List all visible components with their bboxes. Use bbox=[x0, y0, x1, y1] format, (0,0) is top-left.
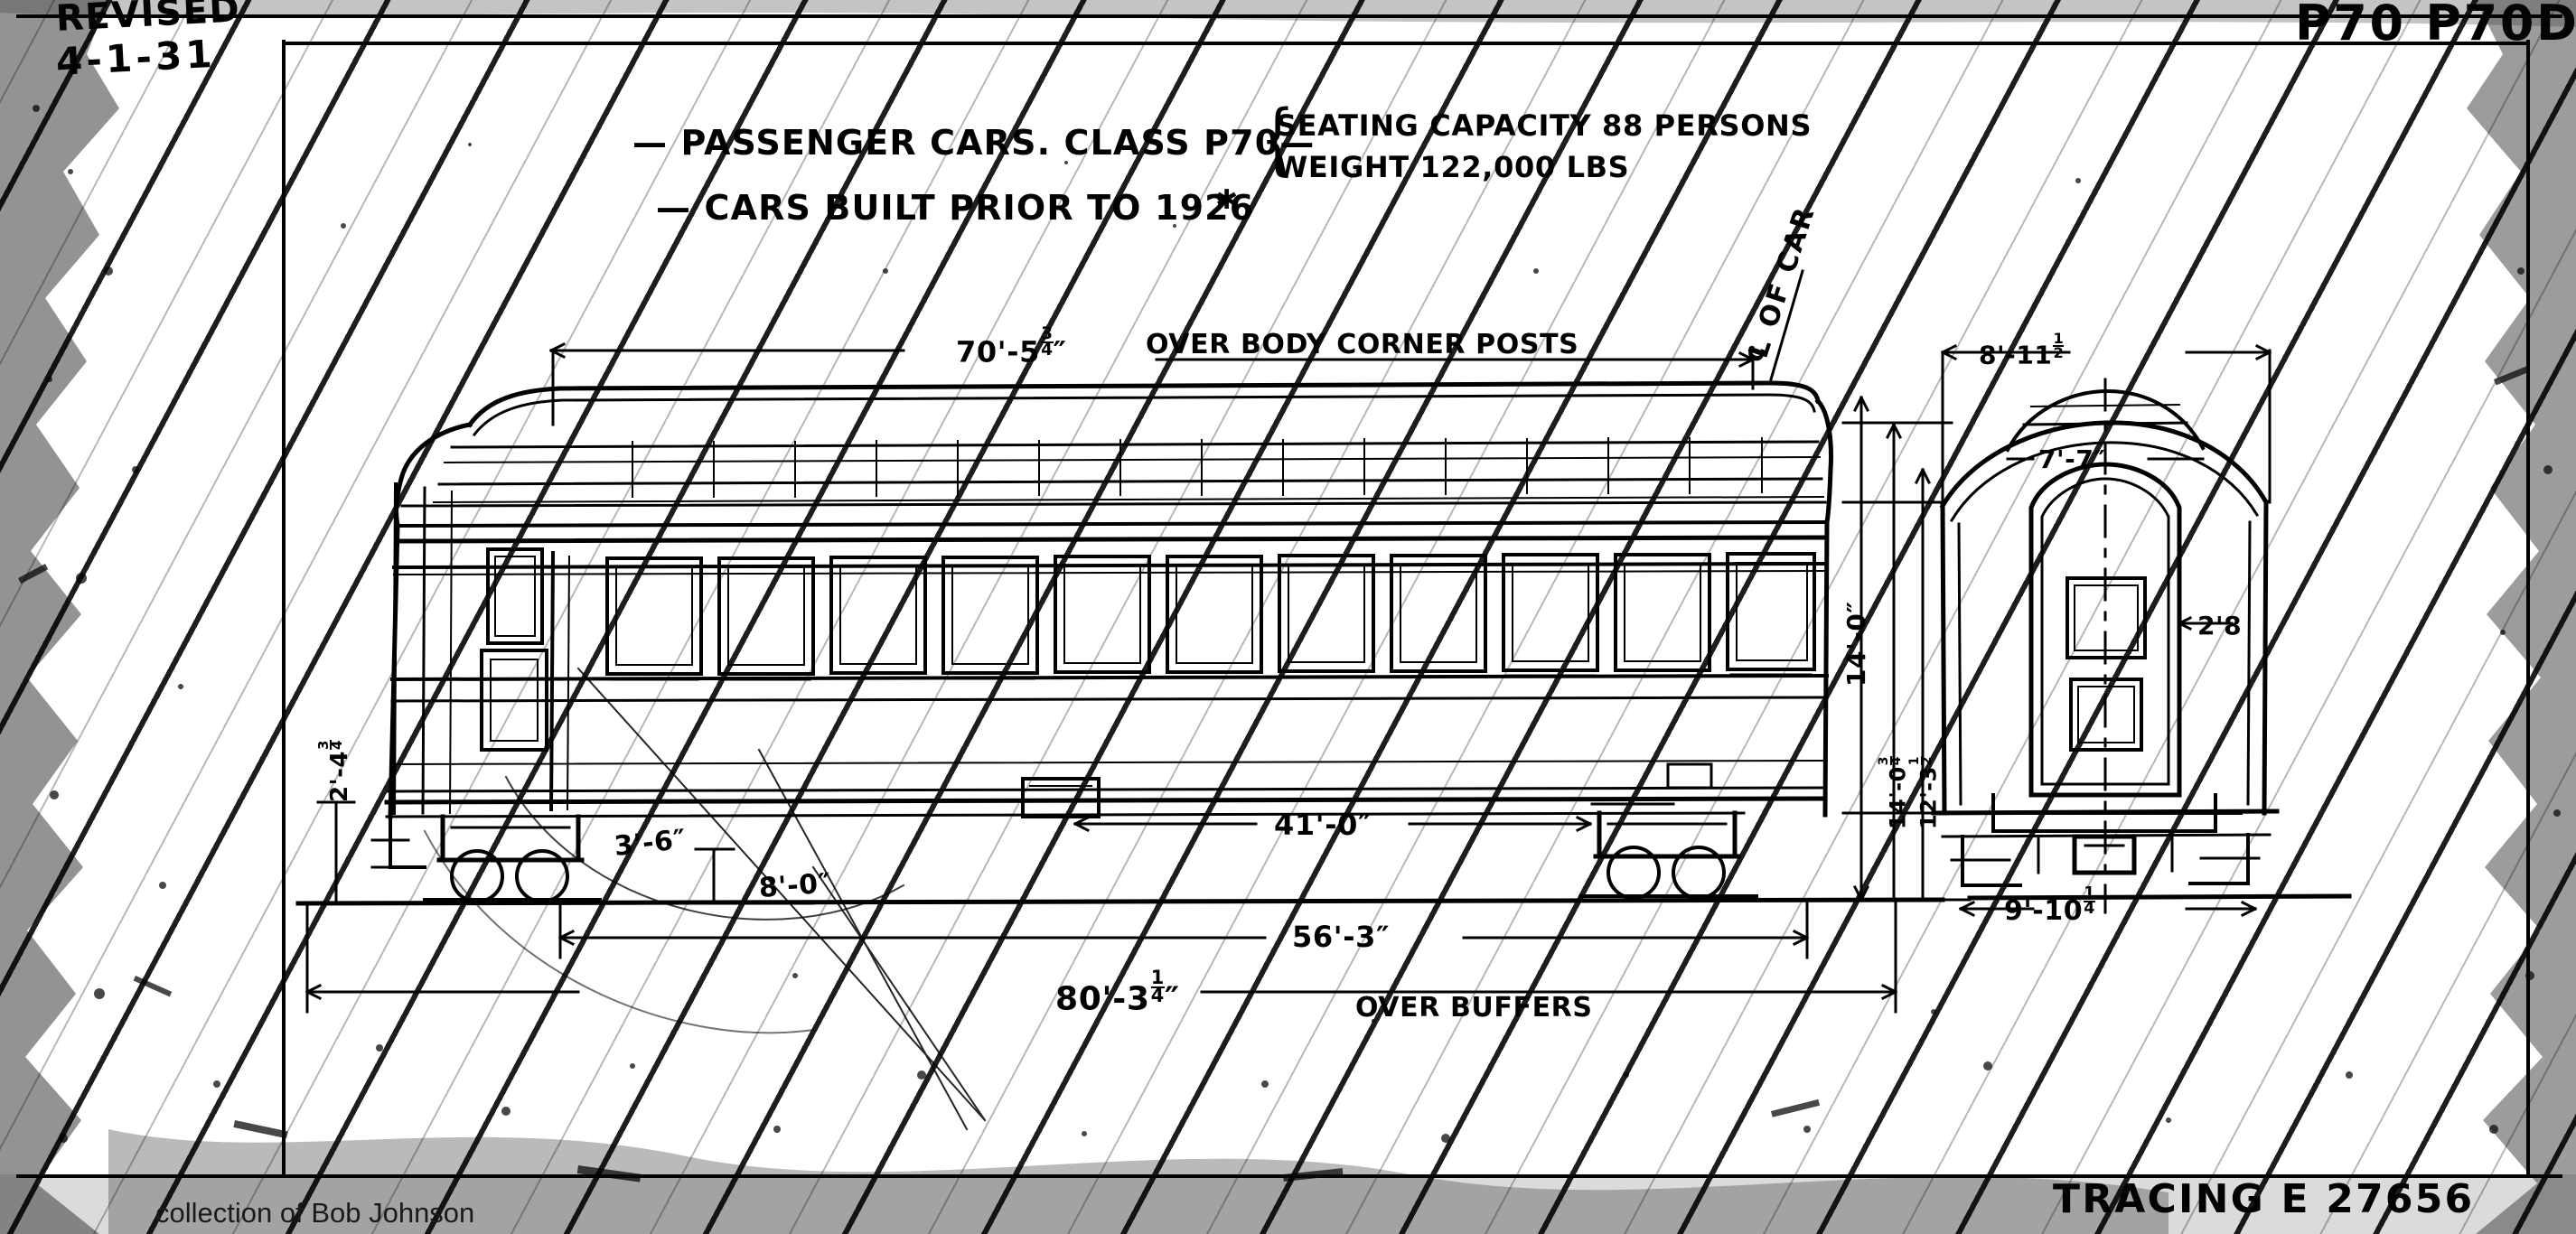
dim-roof-width: 7'-7″ bbox=[2038, 444, 2106, 474]
dim-door-width: 2'8 bbox=[2197, 611, 2243, 640]
sheet-code: P70 P70D bbox=[2295, 0, 2576, 51]
dim-truck-to-truck: 56'-3″ bbox=[1292, 920, 1391, 954]
spec-weight: WEIGHT 122,000 LBS bbox=[1276, 150, 1630, 184]
title-footnote-asterisk: ✱ bbox=[1215, 184, 1240, 216]
drawing-frame-top bbox=[282, 42, 2528, 45]
dim-wheelbase: 8'-0″ bbox=[757, 867, 832, 904]
dim-over-body-corner-posts-note: OVER BODY CORNER POSTS bbox=[1146, 329, 1579, 360]
dim-height-over-roof: 14'-0″ bbox=[1841, 601, 1871, 687]
dim-wheel-diameter: 3'-6″ bbox=[613, 823, 688, 863]
spec-seating-capacity: SEATING CAPACITY 88 PERSONS bbox=[1276, 108, 1813, 143]
revision-date: 4-1-31 bbox=[54, 31, 218, 84]
dim-truck-centers: 41'-0″ bbox=[1274, 808, 1372, 842]
tracing-number: TRACING E 27656 bbox=[2053, 1176, 2475, 1222]
title-line-2: — CARS BUILT PRIOR TO 1926 bbox=[656, 188, 1255, 228]
title-line-1: — PASSENGER CARS. CLASS P70— bbox=[632, 123, 1316, 163]
drawing-frame-right bbox=[2526, 40, 2530, 1174]
drawing-frame-left bbox=[282, 40, 286, 1174]
centerline-of-car-label: ℄ OF CAR bbox=[1740, 201, 1822, 368]
collection-credit: collection of Bob Johnson bbox=[155, 1197, 475, 1229]
dim-over-buffers-note: OVER BUFFERS bbox=[1355, 992, 1593, 1024]
sheet-border-top bbox=[16, 14, 2562, 18]
